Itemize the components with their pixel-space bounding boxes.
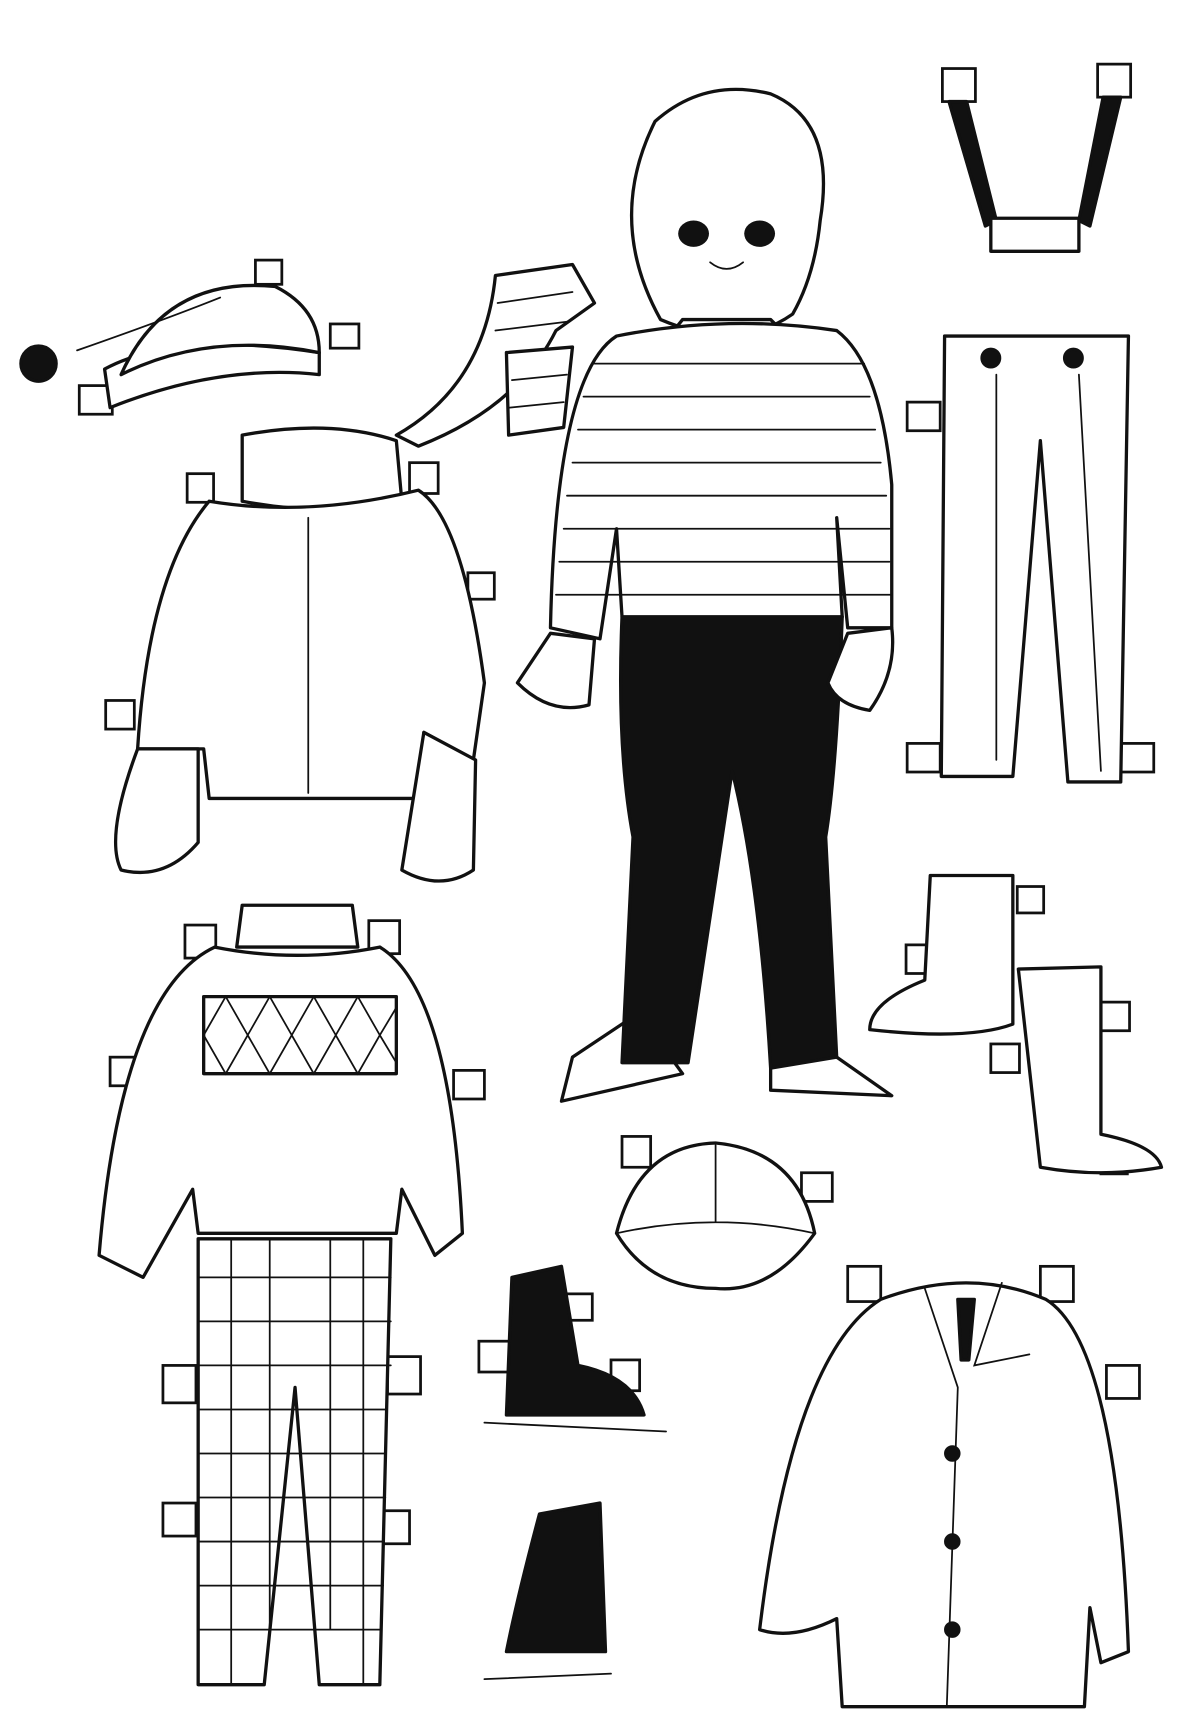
striped-scarf bbox=[394, 262, 597, 448]
pair-of-boots bbox=[868, 873, 1164, 1176]
flat-cap bbox=[614, 1135, 834, 1291]
ice-skates bbox=[477, 1264, 667, 1681]
winter-jacket-with-mittens bbox=[104, 426, 496, 883]
winter-hat-with-pompom bbox=[19, 258, 361, 416]
paper-doll-boy bbox=[515, 87, 895, 1103]
knit-sweater bbox=[97, 903, 486, 1279]
overcoat bbox=[757, 1264, 1141, 1709]
overalls-with-suspenders bbox=[905, 62, 1156, 784]
checked-trousers bbox=[161, 1237, 422, 1687]
